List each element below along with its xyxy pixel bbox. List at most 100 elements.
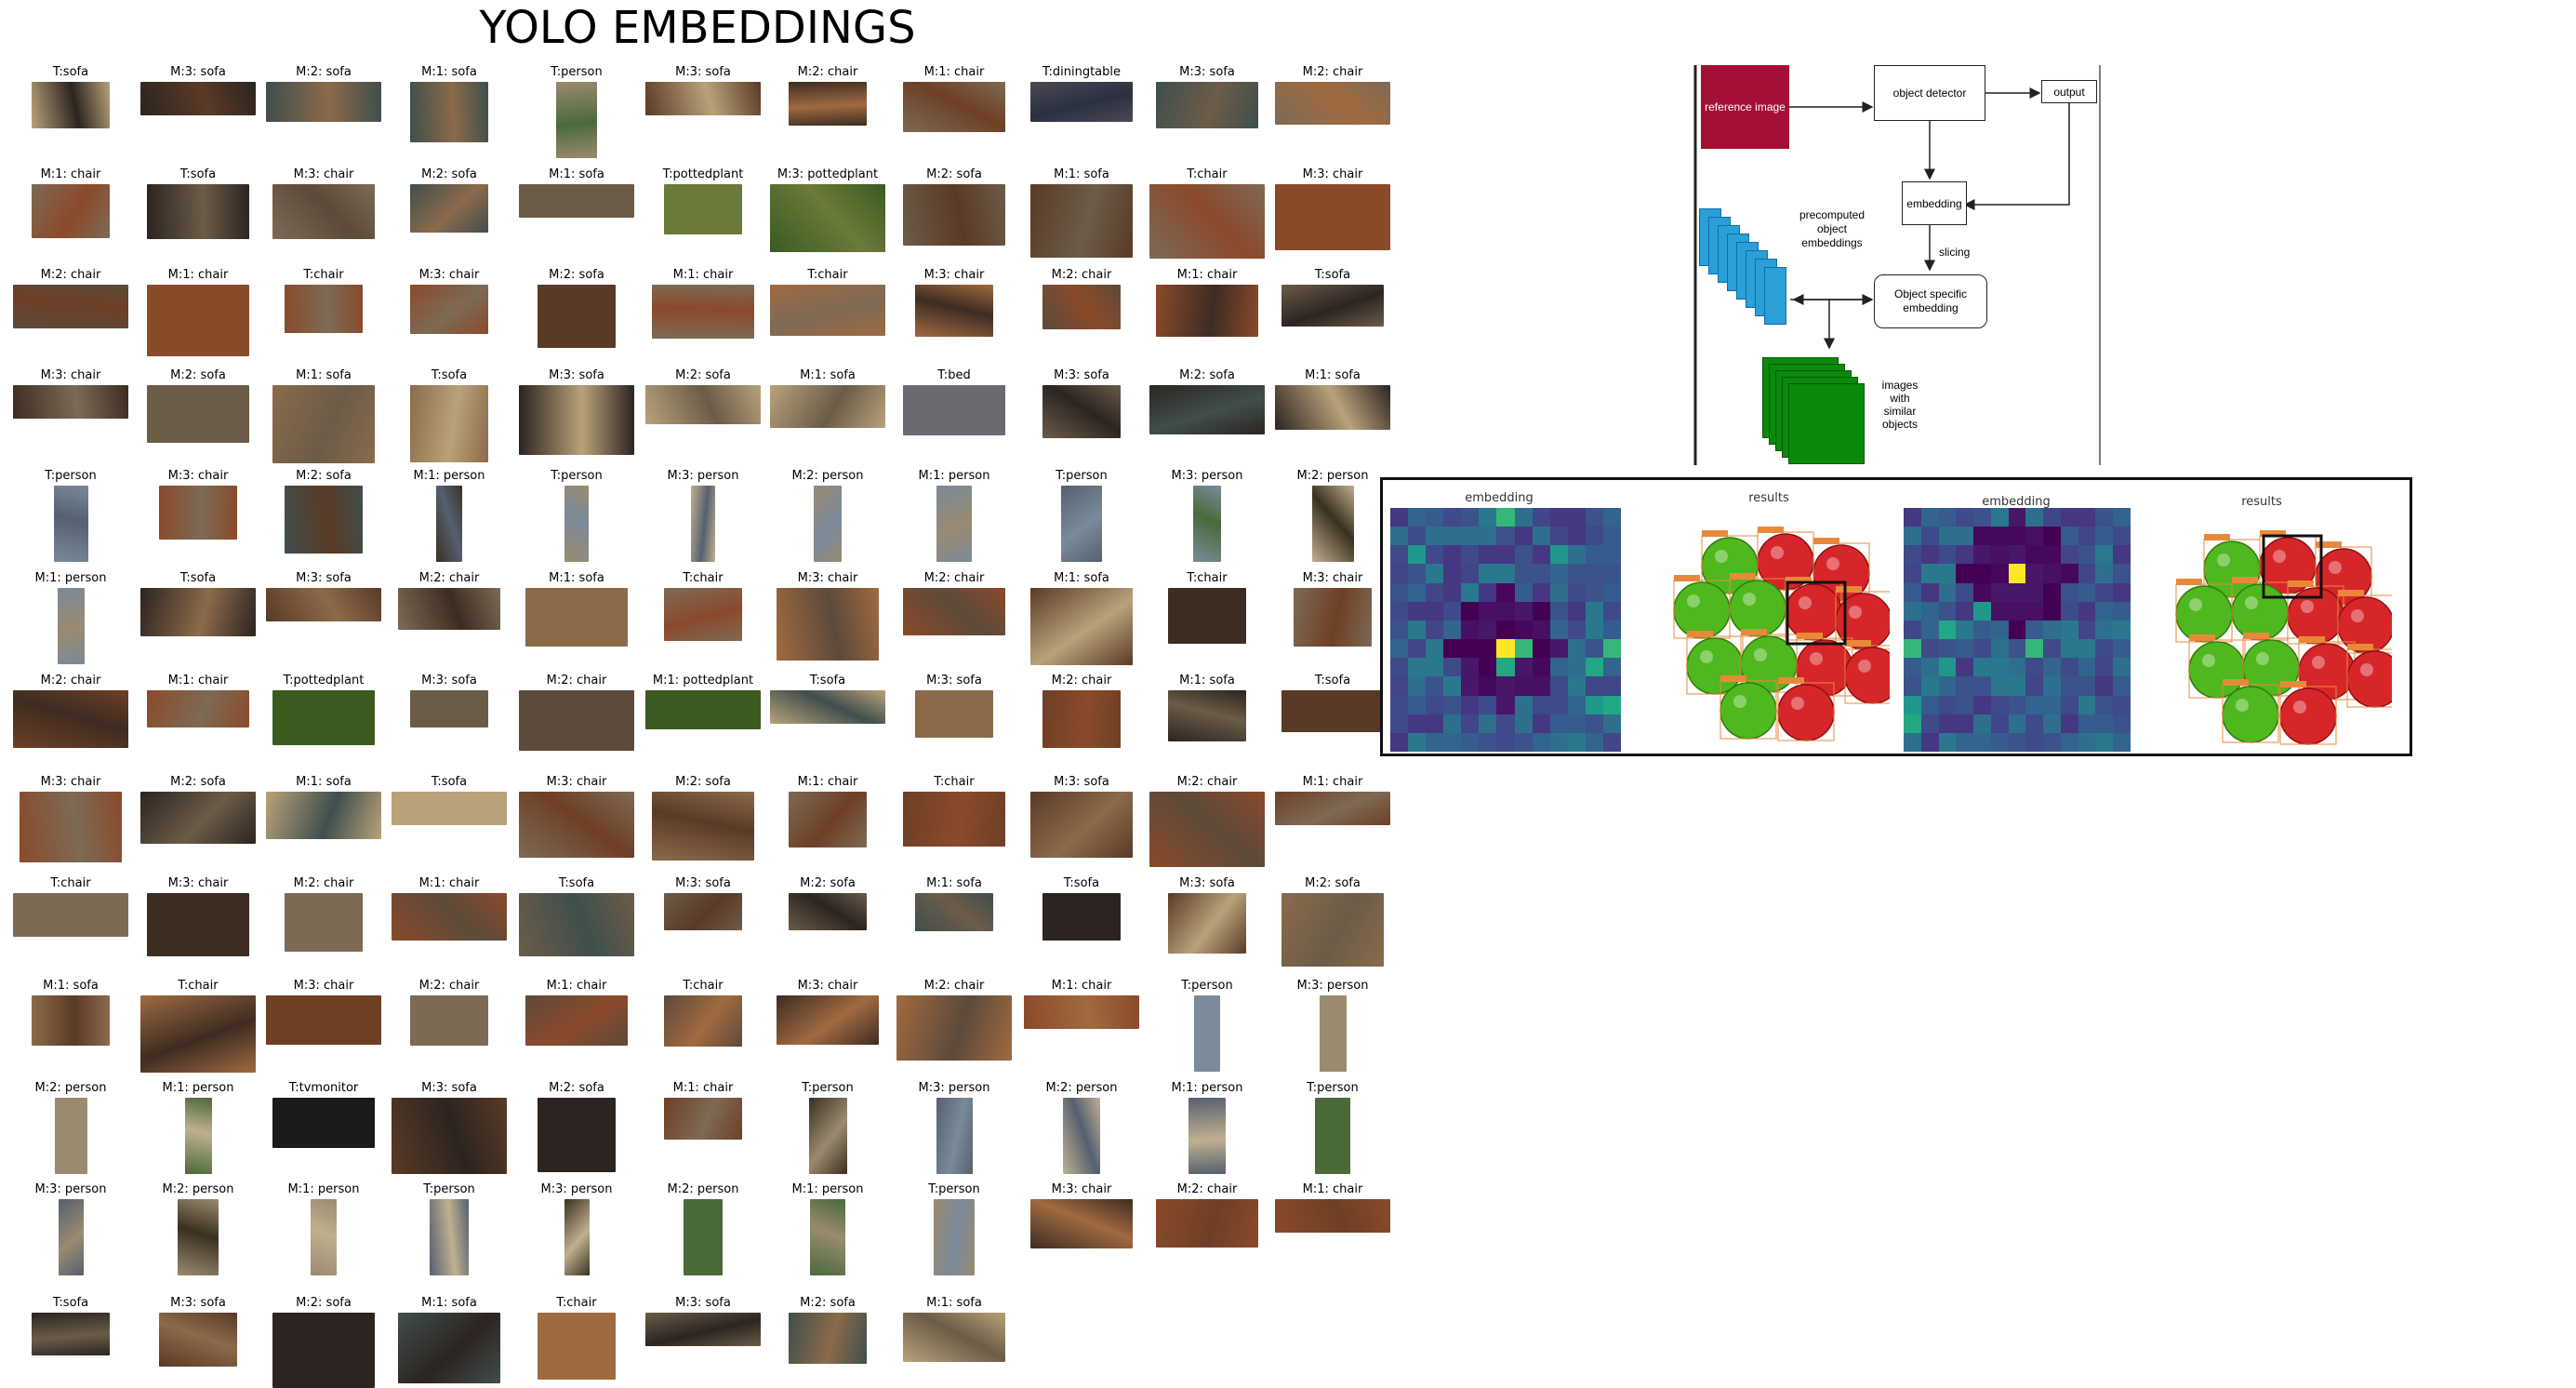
heatmap-cell	[1426, 564, 1444, 584]
precomputed-embedding-card	[1764, 267, 1786, 325]
heatmap-cell	[1956, 545, 1974, 565]
thumbnail-label: M:3: chair	[1302, 167, 1363, 181]
heatmap-cell	[2025, 564, 2044, 584]
heatmap-cell	[1938, 658, 1957, 677]
heatmap-cell	[1443, 601, 1462, 621]
thumbnail-label: M:3: person	[667, 469, 739, 483]
thumbnail-image	[398, 1313, 500, 1383]
thumbnail-image	[556, 82, 597, 158]
heatmap-cell	[1973, 564, 1992, 584]
thumbnail-label: M:3: chair	[1302, 571, 1363, 585]
apple-highlight	[2189, 598, 2202, 611]
heatmap-cell	[2113, 620, 2131, 640]
thumbnail-label: M:3: chair	[1051, 1182, 1112, 1196]
embedding-heatmap-1	[1390, 508, 1622, 753]
thumbnail-label: M:3: chair	[293, 167, 354, 181]
thumbnail-image	[1156, 82, 1258, 128]
heatmap-cell	[2008, 732, 2026, 753]
heatmap-cell	[1390, 582, 1409, 603]
heatmap-cell	[1585, 695, 1604, 715]
thumbnail-image	[1156, 1199, 1258, 1248]
thumbnail-image	[789, 82, 867, 126]
thumbnail-image	[1024, 995, 1139, 1029]
thumbnail-label: M:1: chair	[797, 775, 858, 789]
heatmap-cell	[1904, 508, 1922, 527]
thumbnail-label: T:chair	[1187, 571, 1228, 585]
heatmap-cell	[1549, 620, 1569, 640]
thumbnail-image	[1275, 184, 1390, 250]
thumbnail-image	[538, 1098, 616, 1172]
precomputed-line-1: precomputed	[1799, 208, 1866, 221]
thumbnail-label: M:1: sofa	[549, 167, 604, 181]
heatmap-cell	[1904, 564, 1922, 584]
heatmap-cell	[2025, 601, 2044, 621]
heatmap-cell	[1602, 545, 1622, 565]
heatmap-cell	[1496, 676, 1516, 697]
thumbnail-label: M:3: sofa	[1054, 775, 1109, 789]
heatmap-cell	[2095, 639, 2114, 659]
heatmap-cell	[1479, 582, 1497, 603]
heatmap-cell	[1532, 620, 1551, 640]
thumbnail-image	[410, 995, 488, 1046]
heatmap-cell	[1549, 582, 1569, 603]
thumbnail-image	[266, 792, 381, 839]
heatmap-cell	[2060, 564, 2079, 584]
thumbnail-image	[147, 893, 249, 956]
heatmap-cell	[1426, 527, 1444, 546]
apple-highlight	[1715, 550, 1728, 563]
detection-tag	[1674, 575, 1700, 581]
detection-tag	[2288, 581, 2314, 587]
heatmap-cell	[2025, 695, 2044, 715]
heatmap-cell	[1390, 564, 1409, 584]
red-apple	[1777, 684, 1835, 741]
green-apple	[1729, 580, 1786, 637]
thumbnail-image	[1042, 893, 1121, 941]
thumbnail-image	[903, 184, 1005, 246]
heatmap-cell	[1938, 527, 1957, 546]
heatmap-cell	[1585, 601, 1604, 621]
thumbnail-image	[519, 893, 634, 956]
heatmap-cell	[1479, 676, 1497, 697]
thumbnail-image	[266, 995, 381, 1045]
heatmap-cell	[1408, 658, 1427, 677]
thumbnail-label: M:2: sofa	[800, 1296, 856, 1310]
heatmap-cell	[1479, 714, 1497, 734]
thumbnail-label: M:1: chair	[1051, 979, 1112, 993]
object-specific-embedding-box: Object specific embedding	[1874, 274, 1987, 328]
object-specific-line-1: Object specific	[1893, 287, 1968, 300]
thumbnail-label: M:3: pottedplant	[777, 167, 879, 181]
thumbnail-label: M:1: chair	[1176, 268, 1238, 282]
thumbnail-image	[652, 285, 754, 339]
thumbnail-label: M:1: chair	[546, 979, 607, 993]
detection-tag	[2232, 577, 2258, 583]
thumbnail-image	[645, 82, 761, 115]
heatmap-cell	[1514, 695, 1534, 715]
pipeline-arrows	[1693, 65, 2101, 465]
heatmap-cell	[2025, 639, 2044, 659]
heatmap-cell	[1426, 676, 1444, 697]
thumbnail-label: T:chair	[683, 979, 724, 993]
apple-highlight	[1771, 546, 1784, 559]
heatmap-cell	[2078, 527, 2096, 546]
heatmap-cell	[2043, 639, 2062, 659]
heatmap-cell	[1496, 582, 1516, 603]
heatmap-cell	[1585, 582, 1604, 603]
heatmap-cell	[1585, 564, 1604, 584]
heatmap-cell	[1567, 582, 1587, 603]
heatmap-cell	[1408, 601, 1427, 621]
thumbnail-image	[1030, 82, 1133, 122]
thumbnail-label: T:chair	[683, 571, 724, 585]
heatmap-cell	[1973, 639, 1992, 659]
apple-highlight	[1743, 593, 1756, 606]
thumbnail-label: T:pottedplant	[283, 674, 365, 687]
heatmap-cell	[1461, 527, 1480, 546]
thumbnail-image	[140, 792, 256, 844]
heatmap-cell	[2078, 620, 2096, 640]
thumbnail-label: M:2: sofa	[170, 775, 226, 789]
apple-highlight	[1826, 557, 1839, 570]
heatmap-cell	[1956, 601, 1974, 621]
thumbnail-image	[564, 486, 589, 562]
heatmap-cell	[1514, 564, 1534, 584]
heatmap-cell	[2043, 658, 2062, 677]
